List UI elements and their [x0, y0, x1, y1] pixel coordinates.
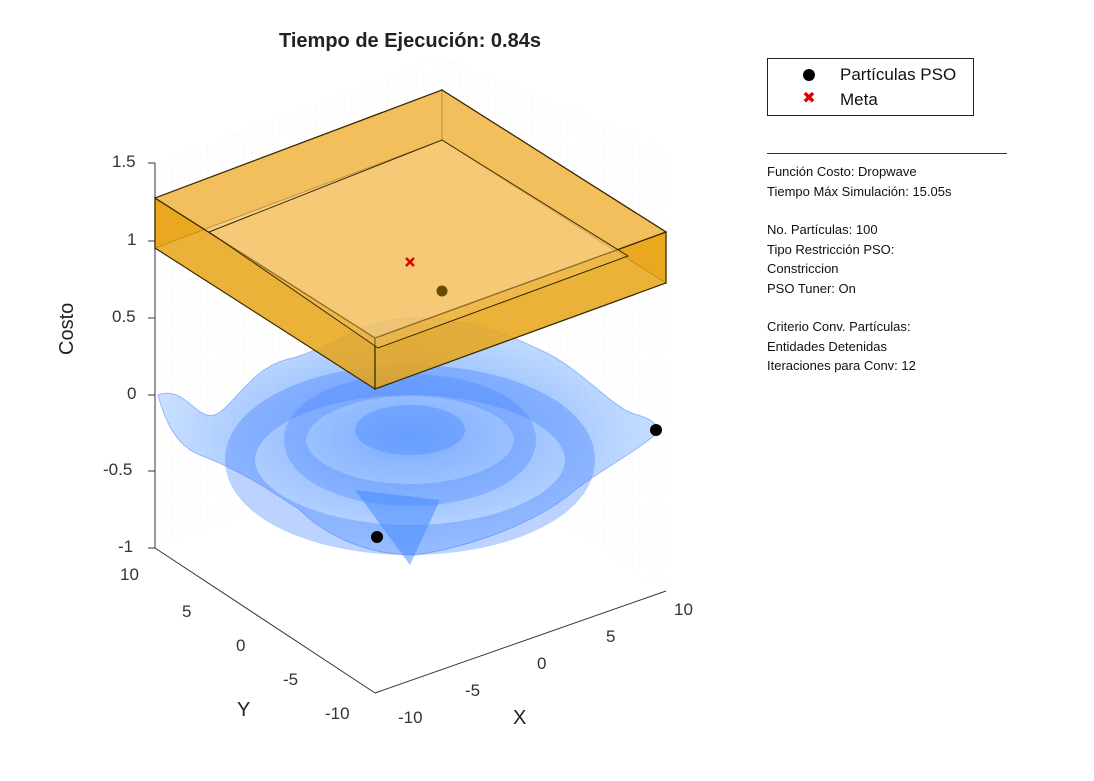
x-tick-label: 5 [606, 627, 616, 646]
y-axis-label: Y [237, 699, 251, 721]
z-tick-label: 1.5 [112, 152, 136, 171]
info-line: Tipo Restricción PSO: [767, 241, 895, 257]
info-line: Entidades Detenidas [767, 338, 887, 354]
particle [371, 531, 383, 543]
particles [371, 285, 662, 543]
y-tick-label: 5 [182, 602, 192, 621]
info-line: No. Partículas: 100 [767, 222, 878, 237]
z-axis-label: Costo [56, 302, 78, 355]
cost-surface [157, 317, 661, 565]
legend-item-goal: ✖ Meta [768, 89, 973, 113]
x-tick-label: -10 [398, 708, 423, 727]
y-tick-label: 10 [120, 565, 139, 584]
info-panel: Función Costo: Dropwave Tiempo Máx Simul… [767, 153, 1007, 376]
z-tick-label: 0 [127, 384, 137, 403]
x-tick-label: 10 [674, 600, 693, 619]
y-tick-label: -5 [283, 670, 299, 689]
info-line: Iteraciones para Conv: 12 [767, 358, 916, 373]
constraint-box [153, 88, 668, 391]
info-line: Constriccion [767, 261, 839, 276]
x-axis-label: X [513, 707, 527, 729]
z-tick-label: 0.5 [112, 307, 136, 326]
z-tick-label: 1 [127, 230, 137, 249]
plot-title: Tiempo de Ejecución: 0.84s [279, 30, 541, 52]
legend-label: Meta [840, 90, 878, 109]
particle [650, 424, 662, 436]
goal-marker [405, 257, 415, 267]
z-tick-marks [148, 162, 155, 549]
black-dot-icon [803, 69, 815, 81]
info-line: PSO Tuner: On [767, 280, 856, 296]
info-line: Tiempo Máx Simulación: 15.05s [767, 183, 952, 199]
z-tick-label: -1 [118, 537, 134, 556]
legend: Partículas PSO ✖ Meta [767, 58, 974, 116]
z-tick-label: -0.5 [103, 460, 133, 479]
red-x-icon: ✖ [802, 90, 816, 107]
info-line: Criterio Conv. Partículas: [767, 319, 911, 334]
info-line: Función Costo: Dropwave [767, 164, 917, 179]
y-tick-label: -10 [325, 704, 350, 723]
legend-label: Partículas PSO [840, 65, 957, 84]
y-tick-label: 0 [236, 636, 246, 655]
particle [436, 285, 448, 297]
x-tick-label: -5 [465, 681, 481, 700]
legend-item-particles: Partículas PSO [768, 64, 973, 88]
x-tick-label: 0 [537, 654, 547, 673]
